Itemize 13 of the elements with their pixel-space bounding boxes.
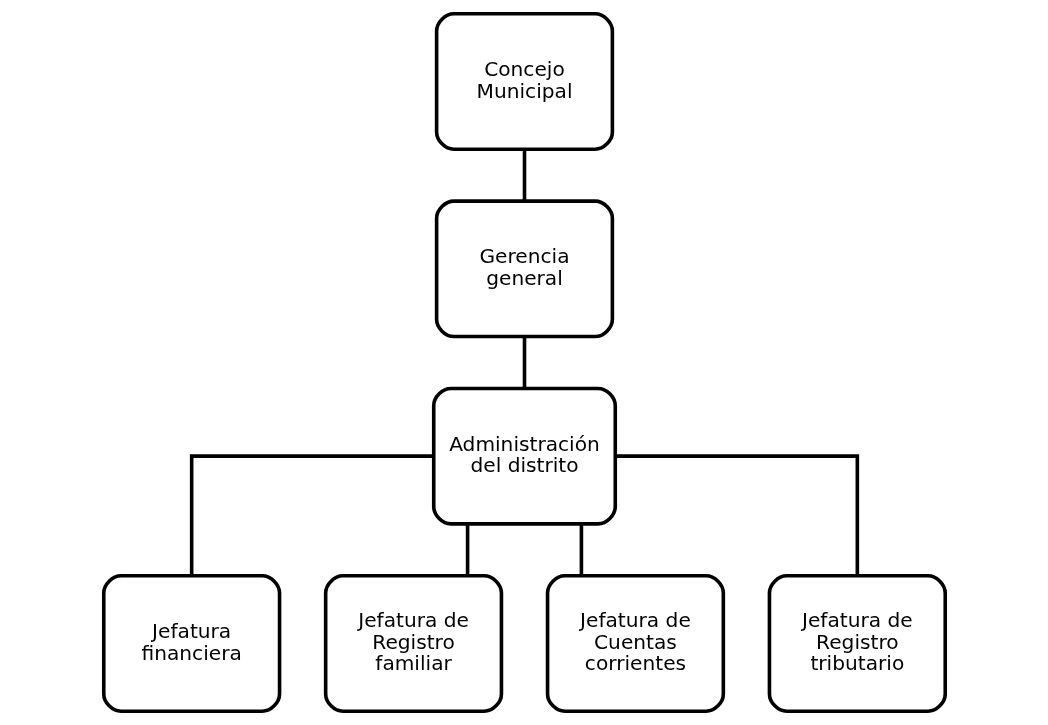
node-box: Jefatura de Cuentas corrientes	[545, 573, 725, 713]
node-box: Administración del distrito	[431, 386, 617, 526]
node-box: Jefatura financiera	[101, 573, 281, 713]
connector	[189, 454, 434, 576]
connector	[522, 337, 526, 389]
node-box: Jefatura de Registro tributario	[767, 573, 947, 713]
connector	[522, 149, 526, 202]
node-box: Concejo Municipal	[434, 12, 614, 152]
connector	[465, 524, 469, 576]
node-box: Gerencia general	[434, 199, 614, 339]
node-box: Jefatura de Registro familiar	[323, 573, 503, 713]
connector	[614, 454, 859, 576]
connector	[579, 524, 583, 576]
